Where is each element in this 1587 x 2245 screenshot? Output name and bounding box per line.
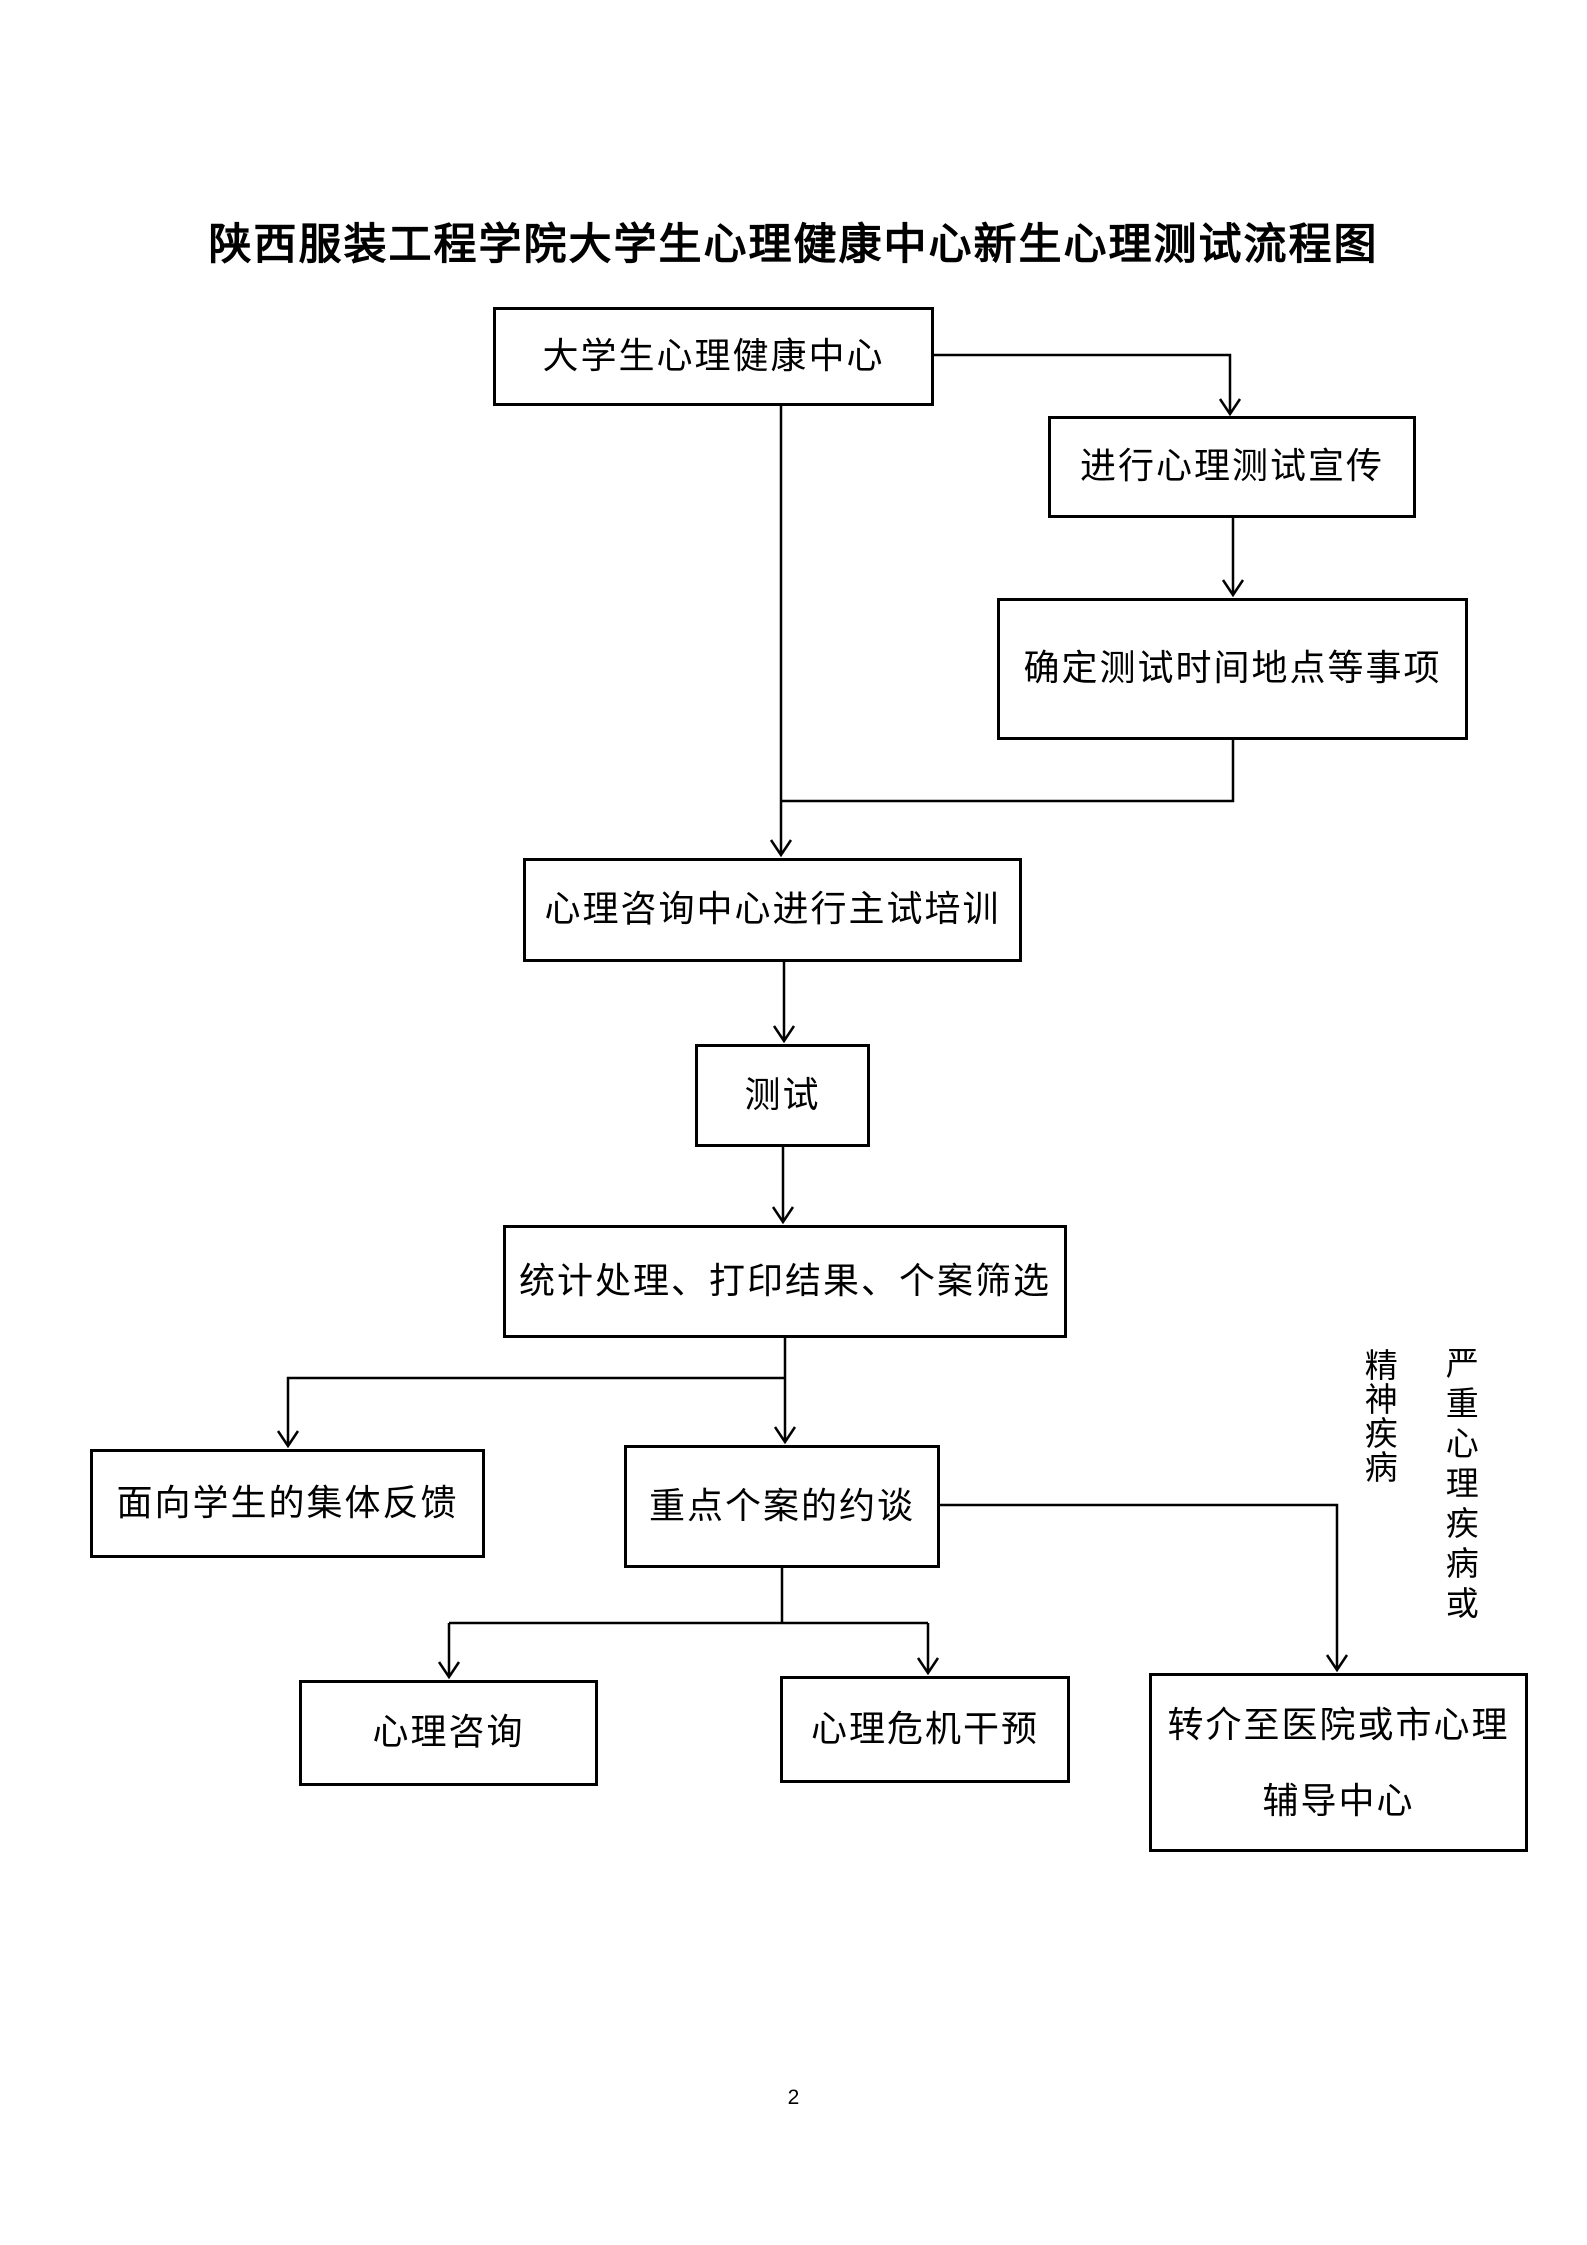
node-test-publicity: 进行心理测试宣传 bbox=[1048, 416, 1416, 518]
edge-label-mental-illness: 精神疾病 bbox=[1359, 1348, 1396, 1484]
node-label: 重点个案的约谈 bbox=[648, 1485, 915, 1526]
edge-training-to-test bbox=[772, 962, 796, 1044]
edge-publicity-to-schedule bbox=[1221, 518, 1245, 598]
edge-schedule-return-to-trunk bbox=[781, 740, 1235, 803]
node-label: 心理咨询中心进行主试培训 bbox=[544, 889, 1001, 930]
node-health-center: 大学生心理健康中心 bbox=[493, 307, 934, 406]
node-label: 测试 bbox=[744, 1074, 821, 1115]
edge-center-to-publicity bbox=[933, 353, 1242, 417]
node-crisis-intervention: 心理危机干预 bbox=[780, 1676, 1070, 1783]
node-label-line1: 转介至医院或市心理 bbox=[1167, 1704, 1510, 1745]
edge-label-severe-illness: 严重心理疾病或 bbox=[1440, 1346, 1477, 1626]
node-hospital-referral: 转介至医院或市心理 辅导中心 bbox=[1149, 1673, 1528, 1852]
node-key-case-interview: 重点个案的约谈 bbox=[624, 1445, 940, 1568]
edge-stats-to-feedback-and-interview bbox=[276, 1338, 797, 1449]
node-label: 心理危机干预 bbox=[810, 1708, 1039, 1749]
page-title: 陕西服装工程学院大学生心理健康中心新生心理测试流程图 bbox=[208, 221, 1379, 269]
node-group-feedback: 面向学生的集体反馈 bbox=[90, 1449, 485, 1558]
edge-interview-to-referral bbox=[940, 1503, 1349, 1673]
node-examiner-training: 心理咨询中心进行主试培训 bbox=[523, 858, 1022, 962]
node-label: 确定测试时间地点等事项 bbox=[1023, 648, 1442, 689]
node-statistics-screening: 统计处理、打印结果、个案筛选 bbox=[503, 1225, 1067, 1338]
node-testing: 测试 bbox=[695, 1044, 870, 1147]
node-label: 面向学生的集体反馈 bbox=[116, 1482, 459, 1523]
node-confirm-time-place: 确定测试时间地点等事项 bbox=[997, 598, 1468, 740]
node-counseling: 心理咨询 bbox=[299, 1680, 598, 1786]
edge-interview-to-counseling-and-crisis bbox=[437, 1568, 940, 1680]
edge-test-to-stats bbox=[771, 1147, 795, 1225]
edge-center-to-training bbox=[769, 406, 793, 858]
page-number: 2 bbox=[787, 2086, 800, 2109]
node-label: 进行心理测试宣传 bbox=[1079, 446, 1384, 487]
node-label-line2: 辅导中心 bbox=[1262, 1780, 1415, 1821]
node-label: 统计处理、打印结果、个案筛选 bbox=[518, 1260, 1051, 1301]
node-label: 大学生心理健康中心 bbox=[542, 335, 885, 376]
node-label: 心理咨询 bbox=[372, 1712, 525, 1753]
